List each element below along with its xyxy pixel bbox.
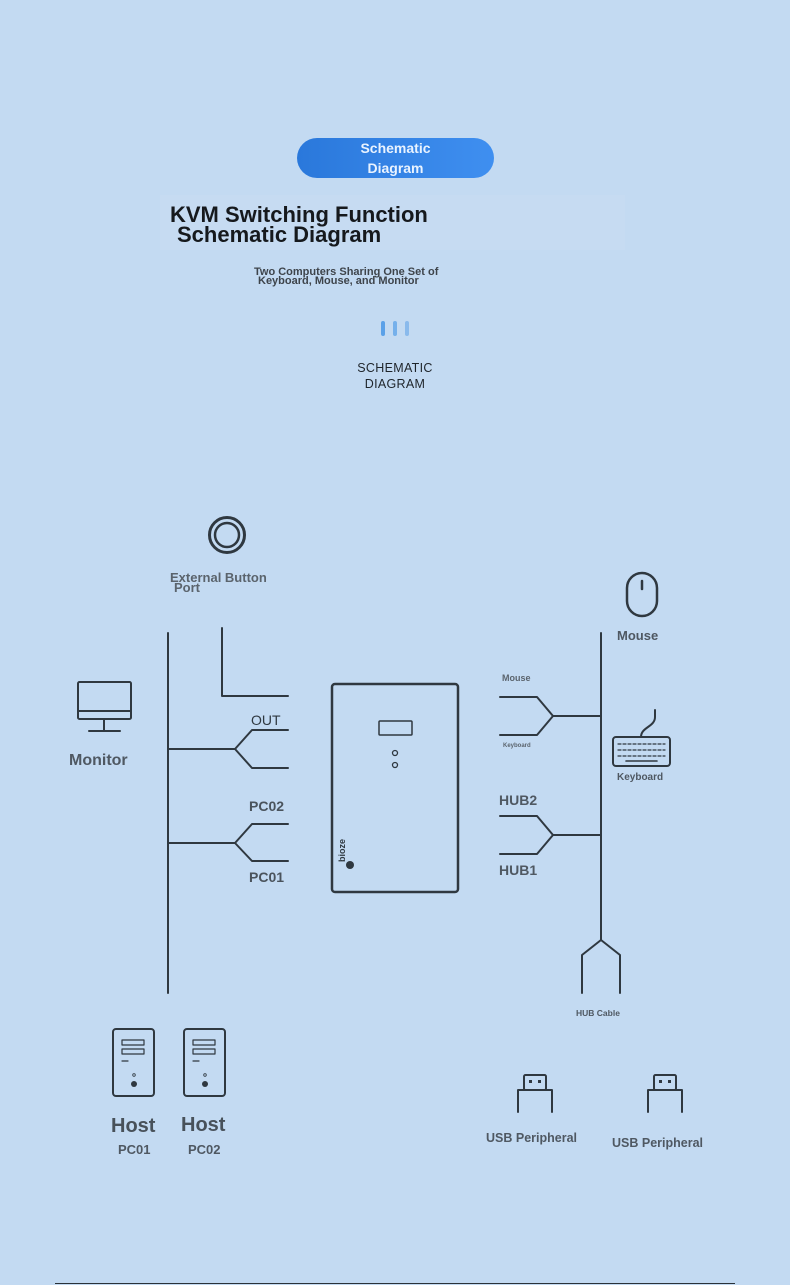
pc-fork bbox=[234, 823, 289, 862]
title-line-1: KVM Switching Function bbox=[170, 202, 428, 227]
monitor-icon bbox=[77, 681, 132, 732]
badge-line-1: Schematic bbox=[360, 140, 431, 156]
mouse-port-label: Mouse bbox=[502, 673, 531, 683]
host-pc02-icon bbox=[183, 1028, 226, 1097]
subtitle-line-2: Keyboard, Mouse, and Monitor bbox=[258, 275, 419, 287]
hub2-label: HUB2 bbox=[499, 792, 538, 808]
mouse-label: Mouse bbox=[617, 628, 659, 643]
section-line-2: DIAGRAM bbox=[364, 377, 426, 391]
usb-plug-icon bbox=[647, 1074, 683, 1113]
keyboard-label: Keyboard bbox=[617, 772, 664, 783]
external-button-label: External Button Port bbox=[170, 570, 267, 595]
mouse-keyboard-fork bbox=[499, 696, 554, 736]
usb-peripheral-label: USB Peripheral bbox=[612, 1136, 704, 1150]
section-heading: SCHEMATIC DIAGRAM bbox=[340, 360, 450, 392]
pc02-port-label: PC02 bbox=[249, 798, 285, 814]
badge-line-2: Diagram bbox=[367, 160, 424, 176]
subtitle-line-1: Two Computers Sharing One Set of bbox=[254, 266, 439, 278]
decor-bar bbox=[381, 321, 385, 336]
keyboard-icon bbox=[612, 709, 671, 767]
keyboard-port-label: Keyboard bbox=[503, 743, 531, 749]
external-button-label-line-1: External Button bbox=[170, 570, 267, 585]
host-pc01-label: Host bbox=[111, 1115, 156, 1137]
host-pc02-label: Host bbox=[181, 1114, 226, 1136]
host-pc02-sub-label: PC02 bbox=[188, 1142, 221, 1157]
title-line-2: Schematic Diagram bbox=[177, 222, 382, 247]
usb-peripheral-label: USB Peripheral bbox=[486, 1131, 578, 1145]
external-button-icon bbox=[208, 516, 246, 554]
out-fork bbox=[234, 729, 289, 769]
usb-plug-icon bbox=[517, 1074, 553, 1113]
section-line-1: SCHEMATIC bbox=[357, 361, 433, 375]
out-label: OUT bbox=[251, 712, 281, 728]
mouse-icon bbox=[625, 571, 659, 618]
page-subtitle: Two Computers Sharing One Set of Keyboar… bbox=[254, 263, 544, 291]
pc01-port-label: PC01 bbox=[249, 869, 285, 885]
hub-cable-label: HUB Cable bbox=[576, 1008, 620, 1018]
kvm-switch-box bbox=[330, 682, 460, 894]
decor-bar bbox=[393, 321, 397, 336]
footer-divider bbox=[55, 1283, 735, 1284]
host-pc01-icon bbox=[112, 1028, 155, 1097]
page-title: KVM Switching Function Schematic Diagram bbox=[160, 195, 625, 250]
hub-fork bbox=[499, 815, 554, 855]
monitor-label: Monitor bbox=[69, 752, 128, 769]
brand-logo: bioze bbox=[337, 838, 347, 862]
external-button-cable bbox=[221, 627, 289, 697]
schematic-badge: Schematic Diagram bbox=[297, 138, 494, 178]
decor-bar bbox=[405, 321, 409, 336]
hub1-label: HUB1 bbox=[499, 862, 538, 878]
host-pc01-sub-label: PC01 bbox=[118, 1142, 151, 1157]
external-button-label-line-2: Port bbox=[174, 580, 200, 595]
hub-cable-split bbox=[581, 939, 621, 994]
